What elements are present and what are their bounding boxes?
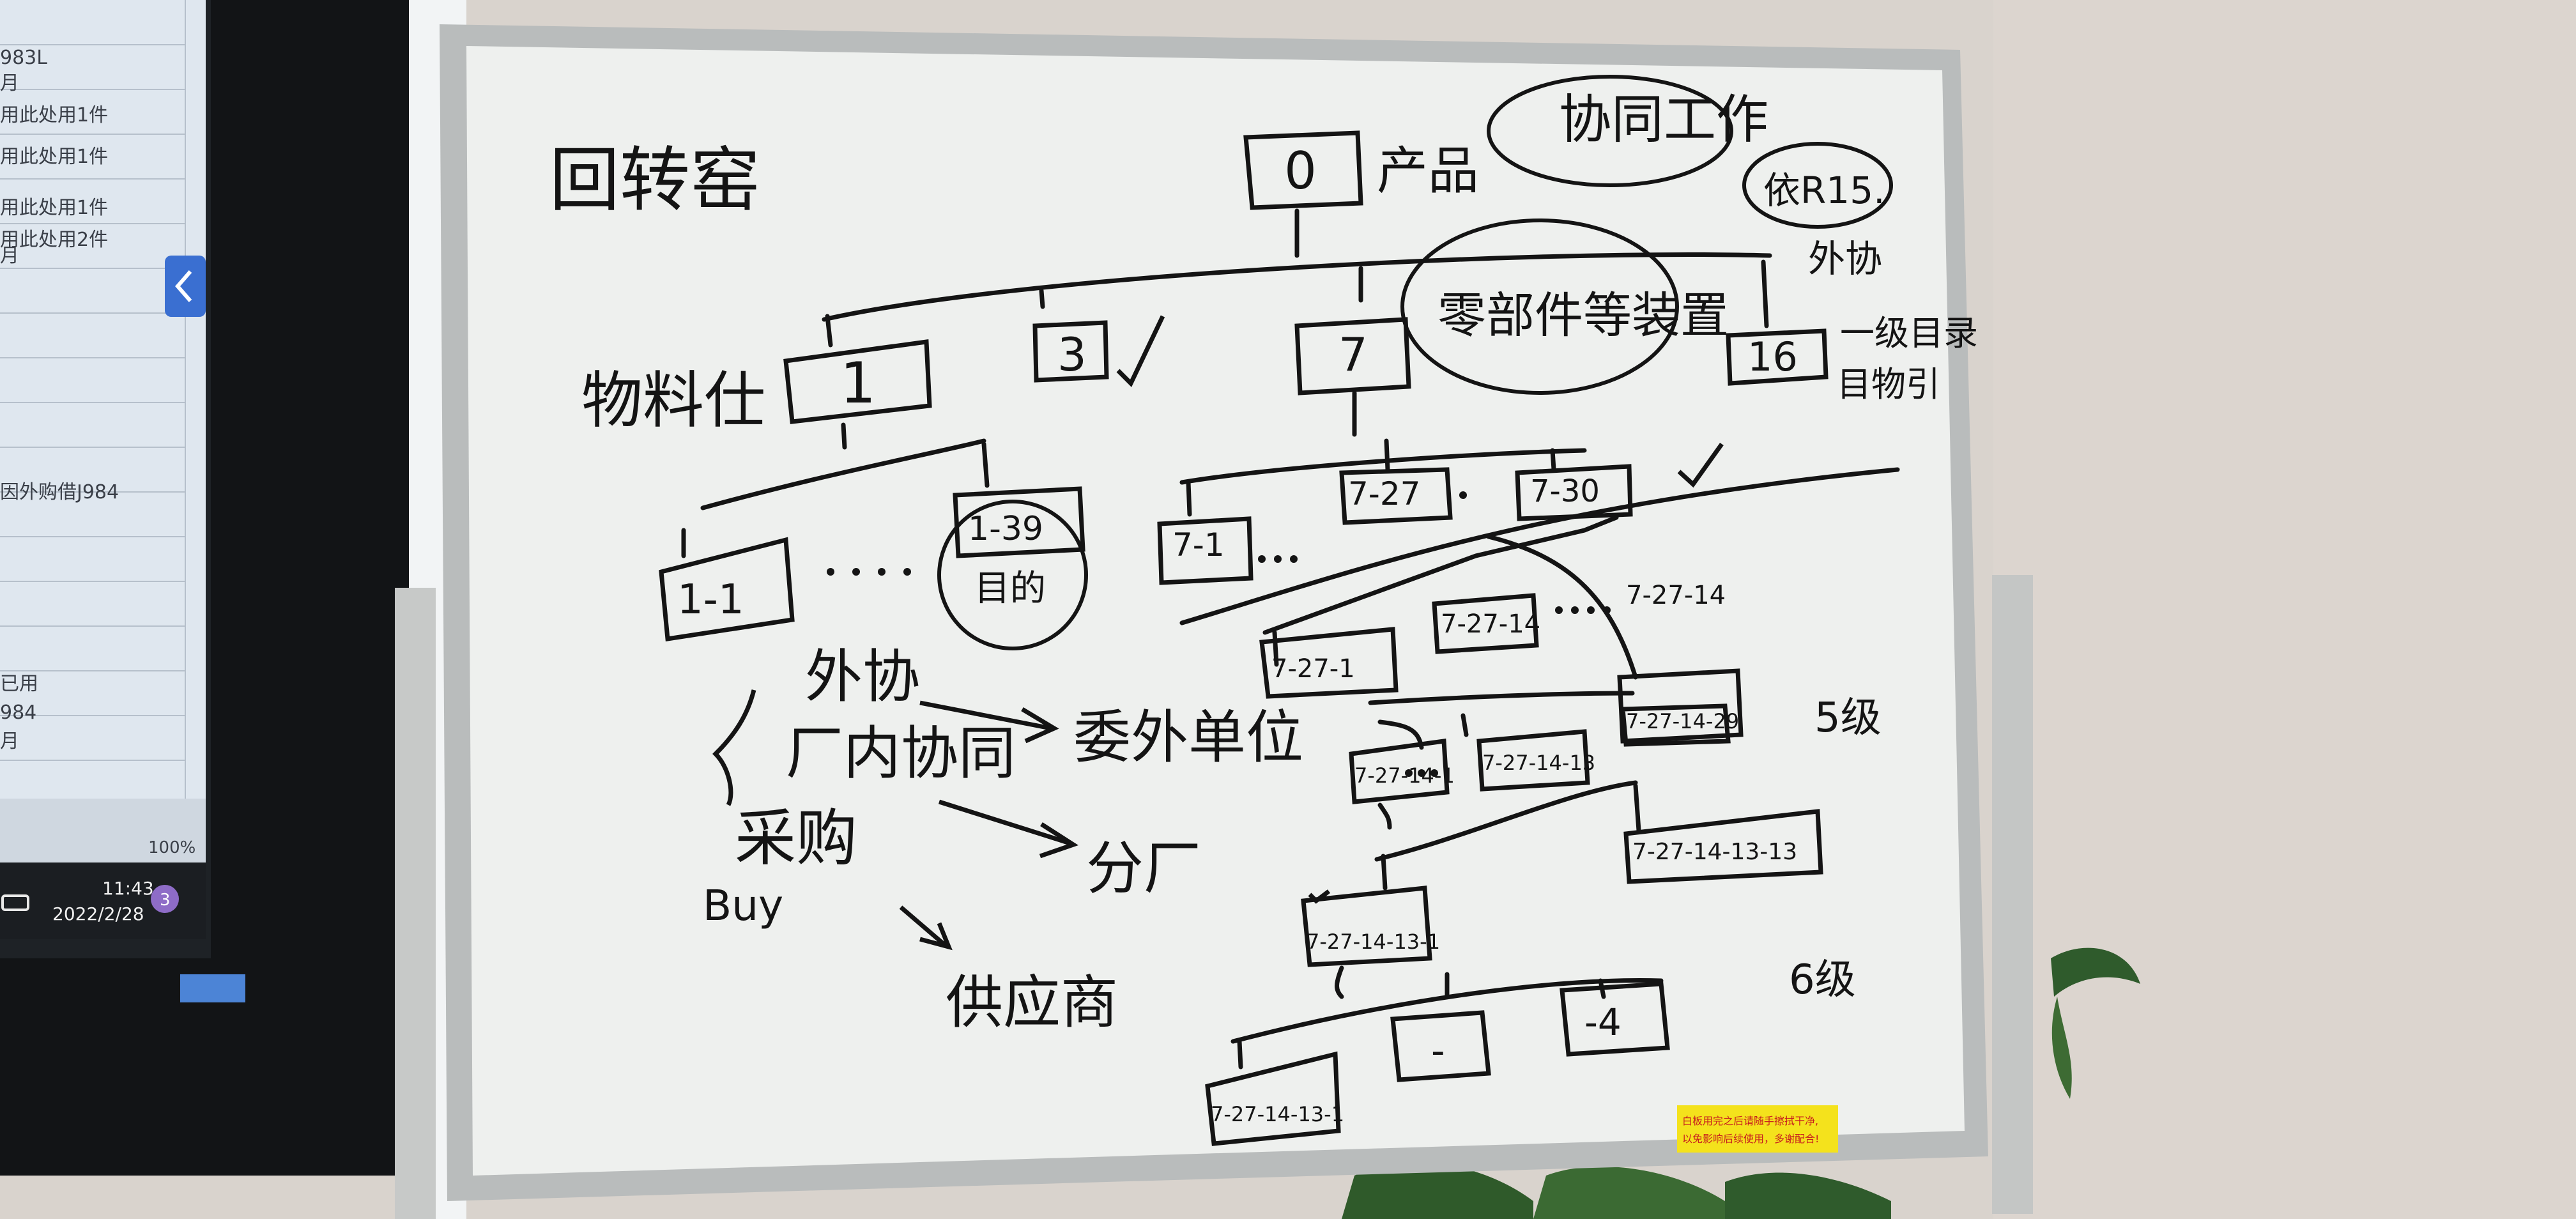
- node-0: 0: [1284, 141, 1317, 201]
- spreadsheet-grid: [0, 0, 186, 799]
- node-7-27-14-1: 7-27-14-1: [1354, 763, 1455, 788]
- circle-marks: [937, 75, 1893, 650]
- node-7-27-14-29: 7-27-14-29: [1626, 709, 1739, 733]
- taskbar-date: 2022/2/28: [52, 903, 144, 924]
- sheet-text-8: 因外购借J984: [0, 481, 119, 503]
- note-r15: 依R15.: [1763, 169, 1885, 212]
- node-7-27-14-13-1-bottom: 7-27-14-13-1: [1211, 1102, 1344, 1126]
- node-7-1: 7-1: [1172, 526, 1225, 564]
- node-7-27-14b: 7-27-14: [1626, 581, 1726, 610]
- node-1: 1: [840, 350, 876, 416]
- sheet-text-1: 983L: [0, 47, 47, 69]
- sheet-text-9: 已用: [0, 673, 38, 695]
- node-dash: -: [1431, 1029, 1445, 1073]
- arrow-marks: [712, 689, 1078, 951]
- monitor: 983L 月 用此处用1件 用此处用1件 用此处用1件 用此处用2件 月 因外购…: [0, 0, 409, 1176]
- node-7-30: 7-30: [1530, 473, 1600, 509]
- check-marks: [1116, 315, 1724, 904]
- sheet-text-4: 用此处用1件: [0, 146, 108, 168]
- notification-badge[interactable]: [151, 885, 179, 913]
- sheet-text-3: 用此处用1件: [0, 104, 108, 126]
- process-to-1: 委外单位: [1073, 704, 1303, 771]
- node-7-27-1: 7-27-1: [1271, 654, 1355, 684]
- label-product: 产品: [1377, 141, 1479, 201]
- process-to-3: 供应商: [946, 969, 1118, 1036]
- node-1-39: 1-39: [968, 510, 1043, 548]
- taskbar-time: 11:43: [102, 878, 154, 899]
- level-6: 6级: [1789, 956, 1856, 1004]
- sticker-line-2: 以免影响后续使用，多谢配合!: [1682, 1133, 1819, 1145]
- buy-label: Buy: [703, 881, 783, 930]
- plant: [1342, 947, 2140, 1219]
- sticker-line-1: 白板用完之后请随手擦拭干净,: [1682, 1115, 1818, 1127]
- notification-count: 3: [160, 891, 171, 910]
- reminder-sticker: [1677, 1105, 1838, 1153]
- level-5: 5级: [1814, 694, 1882, 742]
- process-from-3: 采购: [735, 802, 857, 874]
- status-bar: [0, 799, 206, 862]
- sheet-text-10: 984: [0, 702, 36, 724]
- label-level1: 一级目录: [1840, 313, 1978, 353]
- node-1-39-sub: 目的: [974, 568, 1046, 610]
- node-7-27-14: 7-27-14: [1441, 610, 1540, 639]
- zoom-level: 100%: [148, 838, 195, 857]
- sheet-text-11: 月: [0, 730, 19, 753]
- sheet-text-5: 用此处用1件: [0, 197, 108, 219]
- board-heading: 回转窑: [549, 139, 760, 221]
- process-from-1: 外协: [805, 643, 920, 710]
- ellipsis-marks: [827, 491, 1611, 777]
- process-from-2: 厂内协同: [786, 720, 1016, 787]
- collapse-tab[interactable]: [165, 256, 206, 317]
- monitor-screen: [0, 0, 206, 799]
- sheet-text-6: 用此处用2件: [0, 229, 108, 251]
- process-to-2: 分厂: [1086, 835, 1201, 902]
- node-16: 16: [1747, 334, 1798, 380]
- chevron-left-icon: [175, 270, 192, 302]
- label-level1-sub: 目物引: [1837, 364, 1940, 404]
- label-wai: 外协: [1808, 237, 1882, 280]
- node-7-27-14-13: 7-27-14-13: [1482, 751, 1595, 775]
- node-7: 7: [1338, 328, 1368, 381]
- monitor-logo: [180, 974, 245, 1002]
- node-minus-4: -4: [1584, 1000, 1621, 1044]
- stand-left: [395, 588, 436, 1219]
- collab-note: 协同工作: [1559, 89, 1768, 150]
- stand-right: [1992, 575, 2033, 1214]
- sheet-text-2: 月: [0, 72, 19, 95]
- node-7-27-14-13-13: 7-27-14-13-13: [1632, 839, 1797, 865]
- battery-icon: [1, 894, 29, 911]
- node-7-27-14-13-1: 7-27-14-13-1: [1307, 930, 1440, 954]
- diagram-lines: [659, 130, 1900, 1146]
- node-1-1: 1-1: [677, 576, 744, 624]
- wall-right: [1993, 0, 2576, 1219]
- label-purchase-note: 零部件等装置: [1438, 287, 1729, 344]
- label-material: 物料仕: [581, 365, 765, 436]
- node-3: 3: [1057, 328, 1087, 381]
- node-7-27: 7-27: [1348, 475, 1420, 512]
- sheet-text-7: 月: [0, 245, 19, 267]
